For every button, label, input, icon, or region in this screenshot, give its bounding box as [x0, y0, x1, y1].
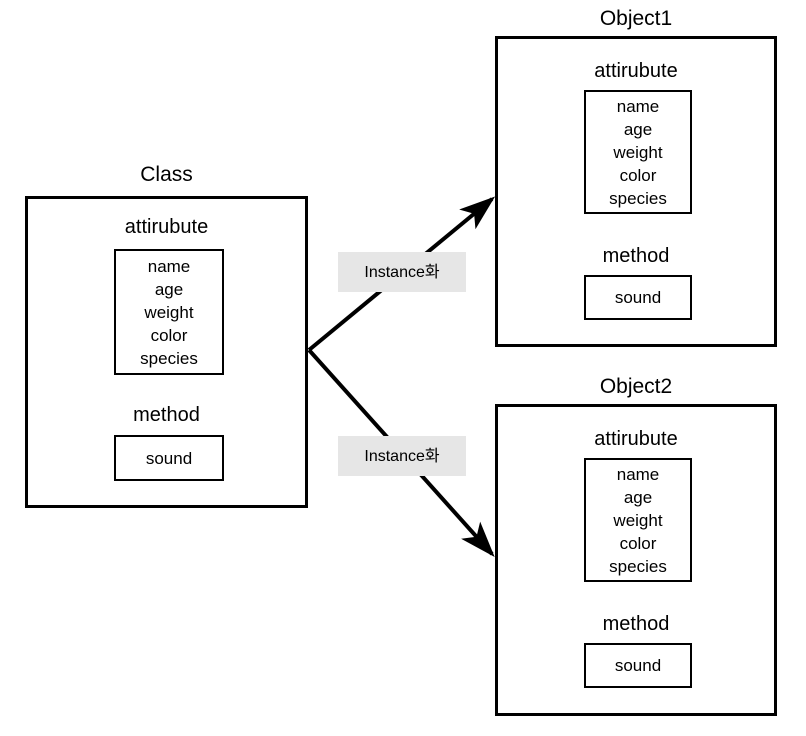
list-item: age — [623, 119, 653, 139]
class-method-heading: method — [133, 404, 200, 426]
class-method-list: sound — [114, 435, 224, 481]
object2-box: attirubute name age weight color species… — [495, 404, 777, 716]
class-box: attirubute name age weight color species… — [25, 196, 308, 508]
list-item: weight — [144, 302, 194, 322]
list-item: sound — [145, 448, 193, 468]
list-item: weight — [613, 142, 663, 162]
object2-attribute-heading: attirubute — [594, 428, 678, 450]
class-attribute-heading: attirubute — [124, 216, 209, 238]
list-item: name — [616, 464, 660, 484]
edge-label-instantiation-upper: Instance화 — [338, 252, 466, 292]
object1-method-heading: method — [602, 245, 670, 267]
object1-box: attirubute name age weight color species… — [495, 36, 777, 347]
list-item: age — [623, 487, 653, 507]
object2-method-list: sound — [584, 643, 692, 688]
list-item: color — [619, 165, 657, 185]
object2-attribute-list: name age weight color species — [584, 458, 692, 582]
list-item: color — [150, 325, 188, 345]
list-item: name — [147, 256, 191, 276]
list-item: species — [140, 348, 198, 368]
object1-attribute-list: name age weight color species — [584, 90, 692, 214]
list-item: sound — [614, 288, 662, 307]
object1-title: Object1 — [599, 7, 673, 30]
list-item: age — [154, 279, 184, 299]
class-title: Class — [140, 163, 193, 186]
class-attribute-list: name age weight color species — [114, 249, 224, 375]
object2-title: Object2 — [599, 375, 673, 398]
object1-method-list: sound — [584, 275, 692, 320]
list-item: color — [619, 533, 657, 553]
list-item: weight — [613, 510, 663, 530]
edge-label-instantiation-lower: Instance화 — [338, 436, 466, 476]
object2-method-heading: method — [602, 613, 670, 635]
list-item: name — [616, 96, 660, 116]
list-item: species — [609, 188, 667, 208]
object1-attribute-heading: attirubute — [594, 60, 678, 82]
list-item: species — [609, 556, 667, 576]
list-item: sound — [614, 656, 662, 675]
